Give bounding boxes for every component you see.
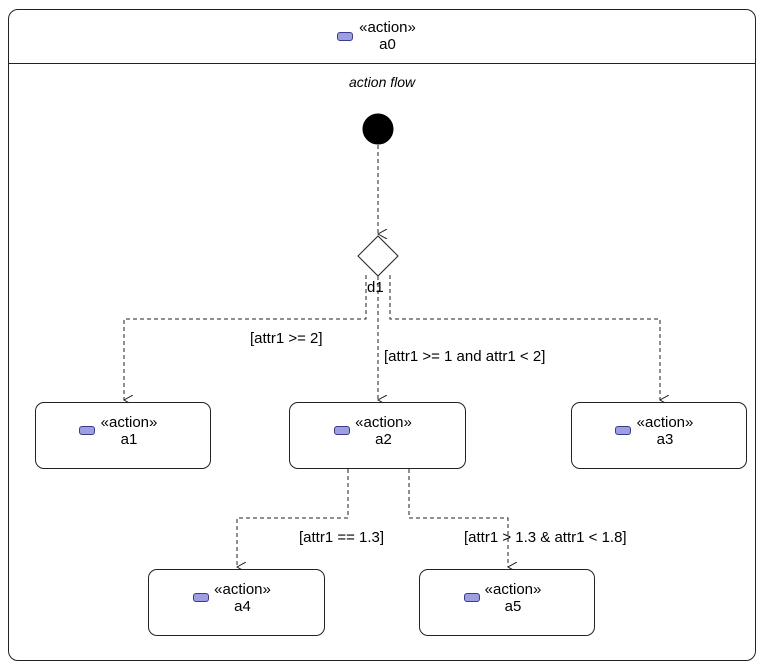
action-node-a5[interactable]: «action» a5 [419, 569, 595, 636]
guard-d1-a1: [attr1 >= 2] [250, 330, 323, 347]
action-icon [337, 32, 353, 41]
container-frame-a0[interactable] [8, 9, 756, 661]
action-stereotype: «action» [214, 581, 271, 598]
container-header: «action» a0 [300, 19, 463, 53]
edge-d1-a1 [124, 275, 367, 400]
action-name: a1 [120, 431, 138, 448]
action-node-a4[interactable]: «action» a4 [148, 569, 325, 636]
action-name: a3 [656, 431, 674, 448]
action-node-a3[interactable]: «action» a3 [571, 402, 747, 469]
action-name: a4 [234, 598, 251, 615]
container-header-divider [8, 63, 756, 64]
action-icon [193, 593, 209, 602]
action-stereotype: «action» [355, 414, 412, 431]
initial-node [362, 113, 394, 145]
action-icon [464, 593, 480, 602]
edge-a2-a5 [408, 469, 508, 567]
action-name: a2 [375, 431, 392, 448]
action-stereotype: «action» [100, 414, 158, 431]
action-icon [615, 426, 631, 435]
guard-a2-a5: [attr1 > 1.3 & attr1 < 1.8] [464, 529, 627, 546]
action-stereotype: «action» [636, 414, 694, 431]
container-name: a0 [379, 36, 396, 53]
action-stereotype: «action» [484, 581, 542, 598]
decision-label: d1 [367, 279, 384, 296]
action-node-a2[interactable]: «action» a2 [289, 402, 466, 469]
edge-d1-a3 [389, 275, 660, 400]
action-icon [79, 426, 95, 435]
action-icon [334, 426, 350, 435]
guard-d1-a2: [attr1 >= 1 and attr1 < 2] [384, 348, 546, 365]
action-name: a5 [504, 598, 522, 615]
guard-a2-a4: [attr1 == 1.3] [299, 529, 385, 546]
action-node-a1[interactable]: «action» a1 [35, 402, 211, 469]
decision-node-d1 [357, 235, 399, 277]
edge-a2-a4 [237, 469, 349, 567]
compartment-label: action flow [349, 74, 416, 90]
container-stereotype: «action» [359, 19, 416, 36]
